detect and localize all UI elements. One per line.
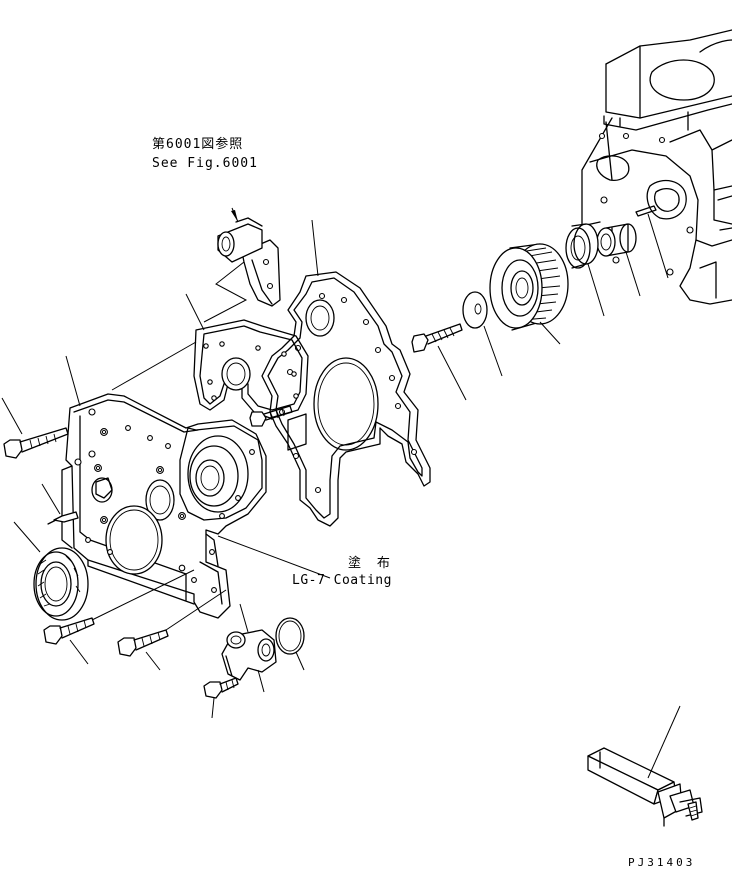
cover-bolt-lower-right [117,589,227,671]
crankshaft-gear [489,243,569,345]
plate-bolt [249,405,293,427]
installation-tool [587,705,703,827]
crankshaft-nose [596,223,637,257]
zigzag-pointer [203,261,248,323]
front-oil-seal [13,521,89,621]
cover-bolt-lower-left [43,569,195,665]
elbow-fitting [221,603,277,693]
leader-crankshaft [625,251,641,297]
engine-block [581,29,732,305]
reference-note-japanese: 第6001図参照 [152,137,244,152]
thrust-washer [462,291,503,377]
coating-note-japanese: 塗 布 [348,556,394,571]
drawing-code: PJ31403 [628,856,696,869]
cover-bolt-upper [1,397,69,459]
spacer-ring [565,223,605,317]
dowel-pin [41,483,79,525]
reference-note-english: See Fig.6001 [152,156,258,171]
timing-gear-cover [61,341,331,619]
o-ring [275,617,305,671]
front-cover-gasket [261,219,431,527]
elbow-bolt [203,677,239,719]
gear-bolt [411,323,467,401]
key-pin [635,205,669,279]
coating-note-english: LG-7 Coating [292,573,392,588]
oil-filler-tube [217,207,281,307]
